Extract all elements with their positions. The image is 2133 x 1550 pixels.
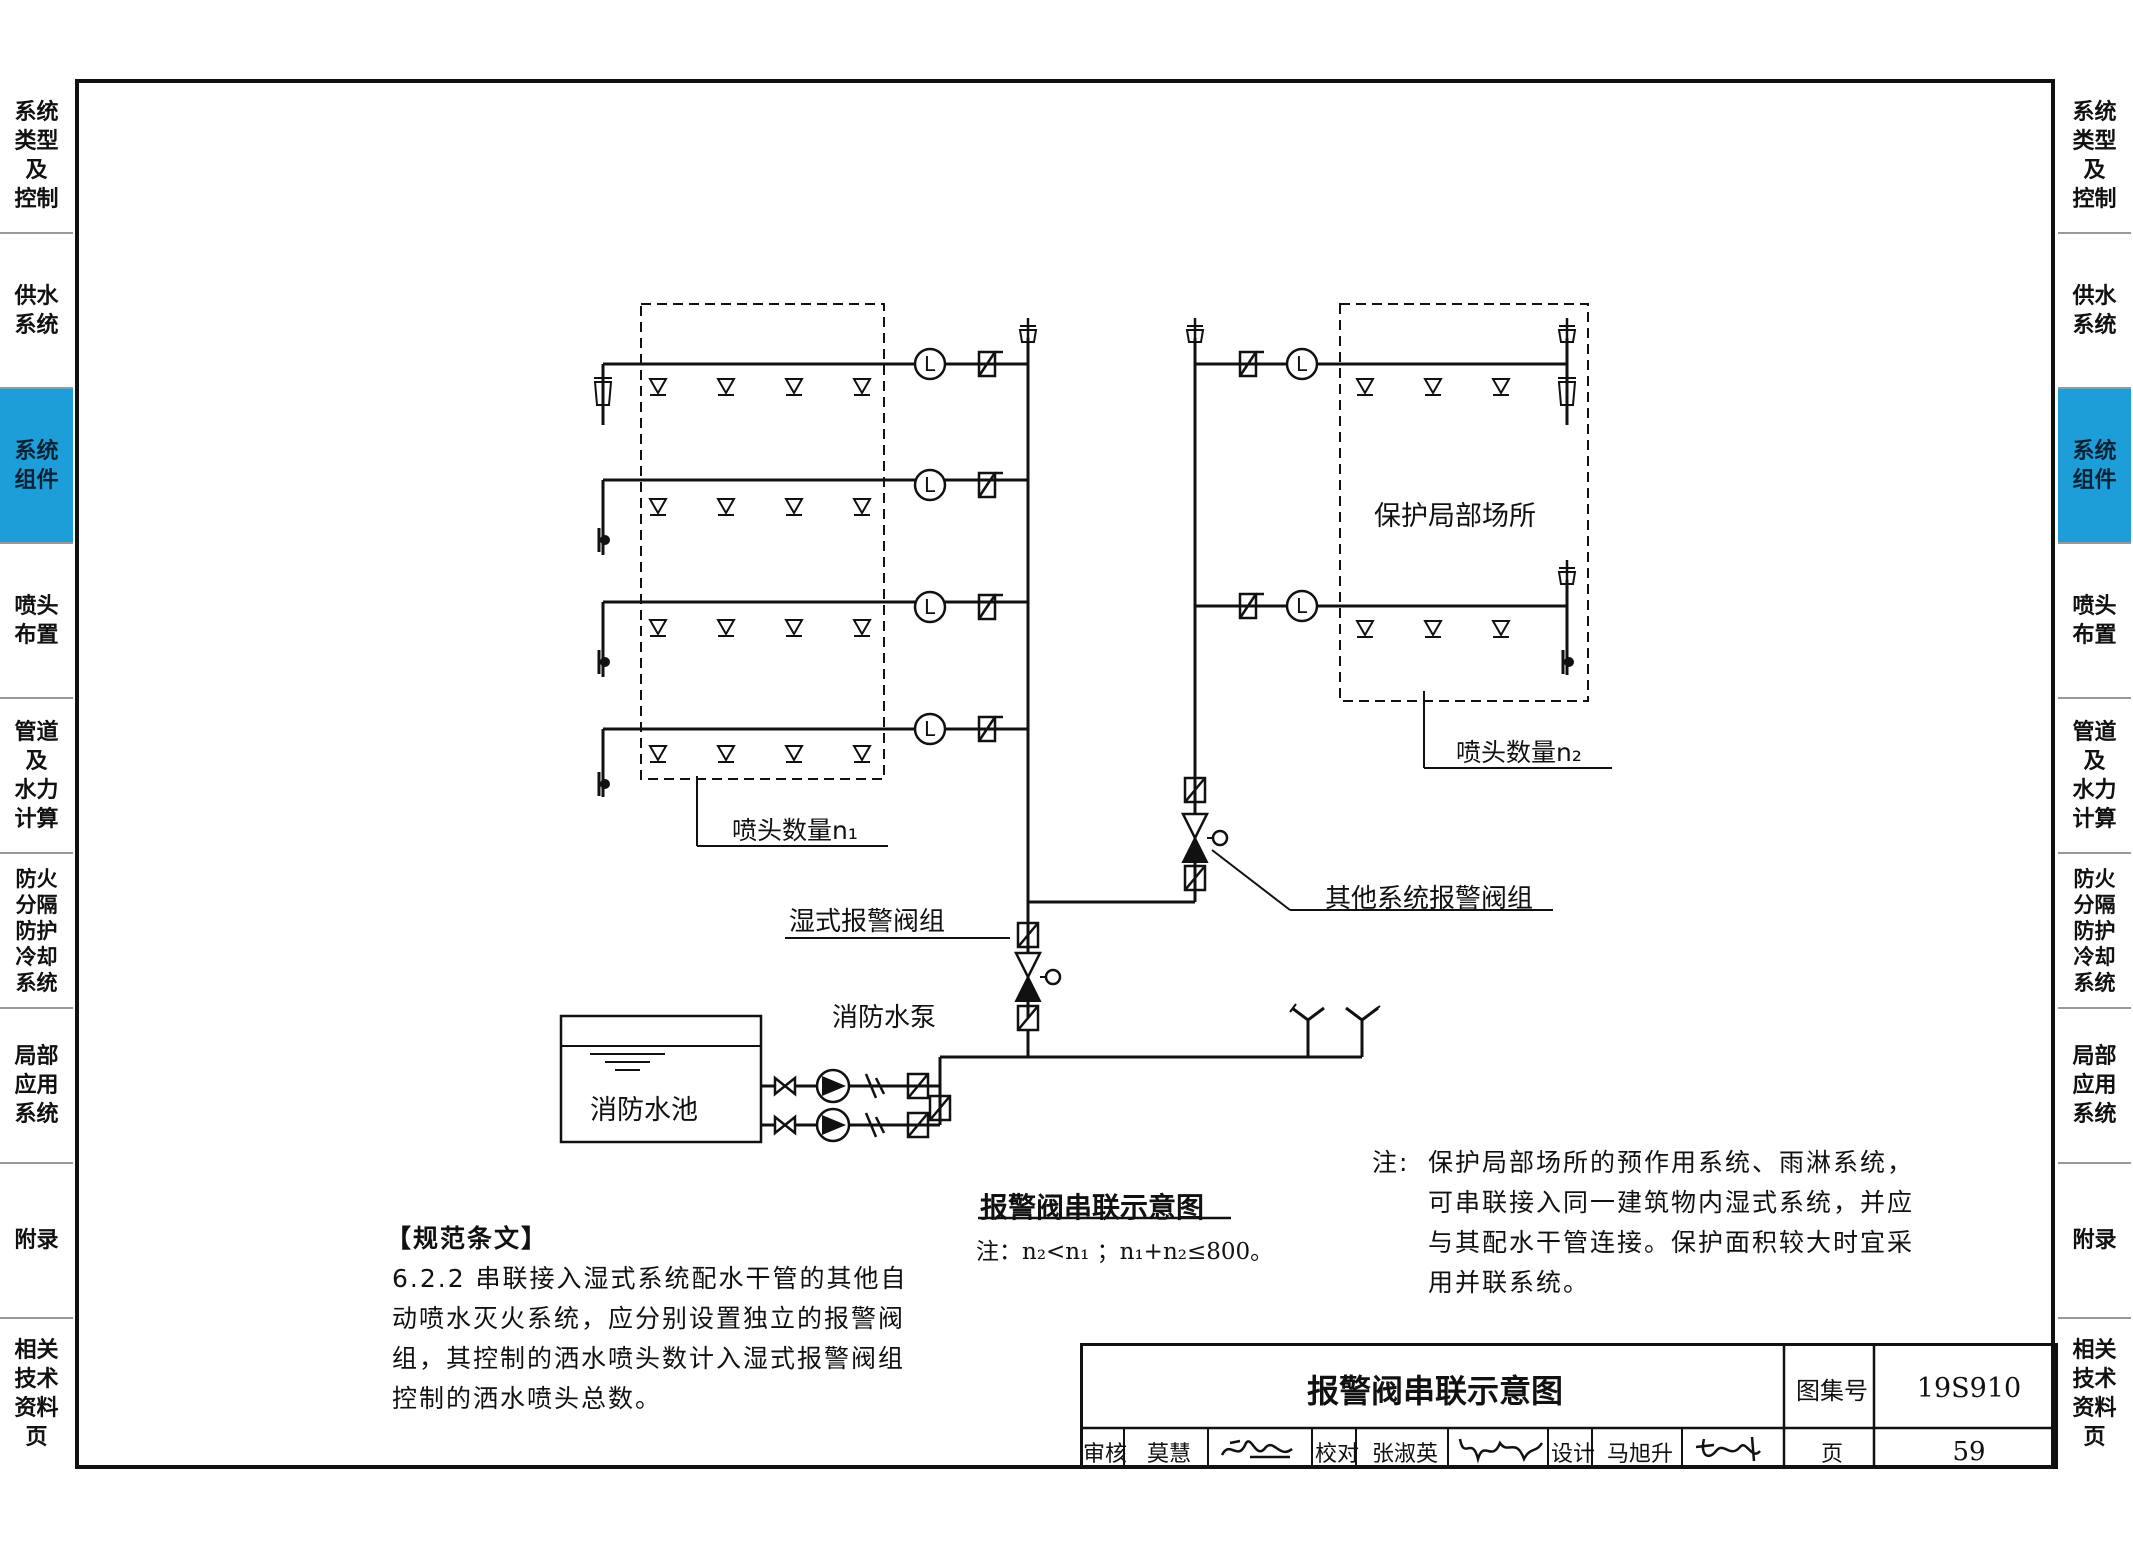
title-block: 报警阀串联示意图 图集号 19S910 审核 莫慧 校对 张淑英 设计 马旭升 …: [1080, 1343, 2058, 1469]
n2-label: 喷头数量n₂: [1456, 738, 1582, 767]
l-symbol: L: [924, 717, 936, 741]
l-symbol: L: [924, 352, 936, 376]
atlas-label: 图集号: [1796, 1377, 1868, 1405]
page-number: 59: [1952, 1436, 1986, 1467]
designer-signature: [1695, 1436, 1761, 1462]
tab-pipes-hydraulics[interactable]: 管道 及 水力 计算: [0, 699, 73, 854]
atlas-number: 19S910: [1916, 1373, 2022, 1404]
other-alarm-valve-label: 其他系统报警阀组: [1325, 884, 1534, 914]
l-symbol: L: [1296, 352, 1308, 376]
review-label: 审核: [1083, 1441, 1128, 1467]
right-note-line: 可串联接入同一建筑物内湿式系统，并应: [1428, 1188, 1915, 1217]
wet-alarm-valve-label: 湿式报警阀组: [789, 907, 946, 937]
tab-pipes-hydraulics-right[interactable]: 管道 及 水力 计算: [2058, 699, 2131, 854]
checker-signature: [1458, 1438, 1544, 1464]
protected-area-label: 保护局部场所: [1374, 501, 1536, 532]
l-symbol: L: [924, 473, 936, 497]
tab-related-docs-right[interactable]: 相关 技术 资料 页: [2072, 1338, 2117, 1450]
right-note-line: 保护局部场所的预作用系统、雨淋系统，: [1428, 1148, 1915, 1177]
page-label: 页: [1820, 1441, 1843, 1467]
title-block-title: 报警阀串联示意图: [1306, 1371, 1563, 1410]
right-tab-strip: 系统 类型 及 控制 供水 系统 系统 组件 喷头 布置 管道 及 水力 计算 …: [2058, 79, 2131, 1469]
spec-line: 动喷水灭火系统，应分别设置独立的报警阀: [392, 1304, 906, 1333]
spec-line: 6.2.2 串联接入湿式系统配水干管的其他自: [392, 1264, 908, 1293]
tab-local-application-right[interactable]: 局部 应用 系统: [2058, 1009, 2131, 1164]
design-label: 设计: [1551, 1441, 1596, 1467]
tab-local-application[interactable]: 局部 应用 系统: [0, 1009, 73, 1164]
tab-fire-separation[interactable]: 防火 分隔 防护 冷却 系统: [0, 854, 73, 1009]
tab-water-supply[interactable]: 供水 系统: [0, 234, 73, 389]
n1-label: 喷头数量n₁: [732, 816, 858, 845]
designer-name: 马旭升: [1606, 1441, 1673, 1467]
right-note-line: 与其配水干管连接。保护面积较大时宜采: [1428, 1228, 1915, 1257]
l-symbol: L: [924, 595, 936, 619]
tab-related-docs[interactable]: 相关 技术 资料 页: [14, 1338, 59, 1450]
drawing-frame: [75, 79, 2055, 1469]
tab-components-right[interactable]: 系统 组件: [2058, 389, 2131, 544]
tab-sprinkler-layout-right[interactable]: 喷头 布置: [2058, 544, 2131, 699]
pump-label: 消防水泵: [832, 1003, 937, 1033]
tab-sprinkler-layout[interactable]: 喷头 布置: [0, 544, 73, 699]
reviewer-name: 莫慧: [1146, 1441, 1191, 1467]
reviewer-signature: [1220, 1439, 1293, 1459]
checker-name: 张淑英: [1371, 1441, 1438, 1467]
tank-label: 消防水池: [590, 1095, 698, 1126]
tab-system-type-right[interactable]: 系统 类型 及 控制: [2058, 79, 2131, 234]
tab-appendix-right[interactable]: 附录: [2058, 1164, 2131, 1319]
tab-appendix[interactable]: 附录: [0, 1164, 73, 1319]
tab-components[interactable]: 系统 组件: [0, 389, 73, 544]
tab-fire-separation-right[interactable]: 防火 分隔 防护 冷却 系统: [2058, 854, 2131, 1009]
check-label: 校对: [1315, 1441, 1360, 1467]
tab-system-type[interactable]: 系统 类型 及 控制: [0, 79, 73, 234]
spec-line: 组，其控制的洒水喷头数计入湿式报警阀组: [392, 1344, 906, 1373]
left-tab-strip: 系统 类型 及 控制 供水 系统 系统 组件 喷头 布置 管道 及 水力 计算 …: [0, 79, 73, 1469]
tab-water-supply-right[interactable]: 供水 系统: [2058, 234, 2131, 389]
diagram-caption-title: 报警阀串联示意图: [980, 1191, 1205, 1224]
spec-heading: 【规范条文】: [386, 1224, 549, 1253]
l-symbol: L: [1296, 594, 1308, 618]
spec-line: 控制的洒水喷头总数。: [392, 1384, 663, 1413]
right-note-line: 用并联系统。: [1428, 1268, 1591, 1297]
diagram-caption-note: 注：n₂<n₁ ；n₁+n₂≤800。: [976, 1239, 1274, 1265]
right-note-prefix: 注:: [1372, 1148, 1410, 1177]
